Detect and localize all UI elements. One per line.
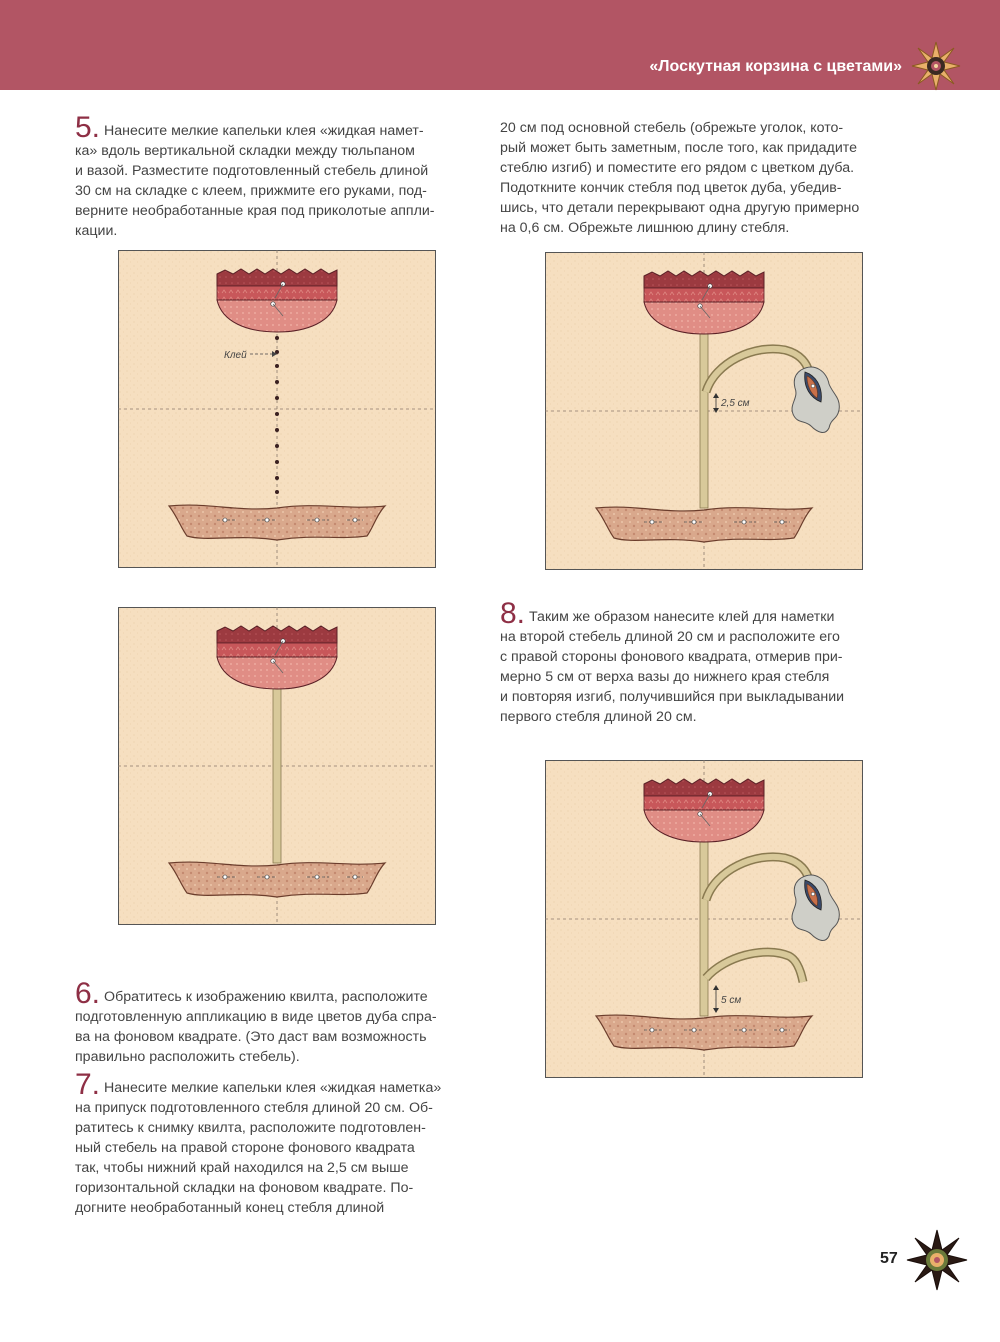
dimension-label-5: 5 см [721, 995, 741, 1006]
step-line: 30 см на складке с клеем, прижмите его р… [75, 183, 427, 199]
step-line: мерно 5 см от верха вазы до нижнего края… [500, 669, 830, 685]
step-line: шись, что детали перекрывают одна другую… [500, 200, 860, 216]
step-line: стеблю изгиб) и поместите его рядом с цв… [500, 160, 855, 176]
glue-label: Клей [224, 350, 247, 361]
step-line: Нанесите мелкие капельки клея «жидкая на… [104, 1080, 442, 1096]
step-line: Подоткните кончик стебля под цветок дуба… [500, 180, 842, 196]
star-ornament-icon [911, 41, 961, 91]
step-line: ка» вдоль вертикальной складки между тюл… [75, 143, 415, 159]
step-line: 20 см под основной стебель (обрежьте уго… [500, 120, 844, 136]
step-line: подготовленную аппликацию в виде цветов … [75, 1009, 437, 1025]
step-line: с правой стороны фонового квадрата, отме… [500, 649, 843, 665]
figure-glue-dots: Клей [118, 250, 436, 568]
step-line: Нанесите мелкие капельки клея «жидкая на… [104, 123, 424, 139]
step-7-continuation: 20 см под основной стебель (обрежьте уго… [500, 118, 910, 238]
header-band [0, 0, 1000, 90]
step-line: кации. [75, 223, 118, 239]
figure-stem-oak-flower: 2,5 см [545, 252, 863, 570]
step-6: 6.Обратитесь к изображению квилта, распо… [75, 979, 485, 1067]
step-line: так, чтобы нижний край находился на 2,5 … [75, 1160, 409, 1176]
page-header-title: «Лоскутная корзина с цветами» [649, 58, 902, 75]
step-line: правильно расположить стебель). [75, 1049, 300, 1065]
figure-two-stems: 5 см [545, 760, 863, 1078]
step-line: Таким же образом нанесите клей для намет… [529, 609, 835, 625]
step-line: и вазой. Разместите подготовленный стебе… [75, 163, 429, 179]
step-line: ва на фоновом квадрате. (Это даст вам во… [75, 1029, 427, 1045]
star-ornament-icon [906, 1229, 968, 1291]
step-line: на 0,6 см. Обрежьте лишнюю длину стебля. [500, 220, 790, 236]
step-8: 8.Таким же образом нанесите клей для нам… [500, 599, 910, 727]
step-line: горизонтальной складки на фоновом квадра… [75, 1180, 414, 1196]
step-line: ный стебель на правой стороне фонового к… [75, 1140, 415, 1156]
step-5: 5.Нанесите мелкие капельки клея «жидкая … [75, 113, 475, 241]
step-7: 7.Нанесите мелкие капельки клея «жидкая … [75, 1070, 485, 1218]
step-number: 7. [75, 1068, 101, 1101]
step-line: первого стебля длиной 20 см. [500, 709, 697, 725]
step-number: 5. [75, 111, 101, 144]
step-line: верните необработанные края под приколот… [75, 203, 435, 219]
page-number: 57 [880, 1250, 898, 1267]
step-line: ратитесь к снимку квилта, расположите по… [75, 1120, 426, 1136]
figure-straight-stem [118, 607, 436, 925]
step-number: 8. [500, 597, 526, 630]
step-line: догните необработанный конец стебля длин… [75, 1200, 385, 1216]
dimension-label-2-5: 2,5 см [720, 398, 750, 409]
step-number: 6. [75, 977, 101, 1010]
step-line: рый может быть заметным, после того, как… [500, 140, 857, 156]
step-line: на припуск подготовленного стебля длиной… [75, 1100, 433, 1116]
step-line: и повторяя изгиб, получившийся при выкла… [500, 689, 845, 705]
step-line: на второй стебель длиной 20 см и располо… [500, 629, 840, 645]
step-line: Обратитесь к изображению квилта, располо… [104, 989, 428, 1005]
